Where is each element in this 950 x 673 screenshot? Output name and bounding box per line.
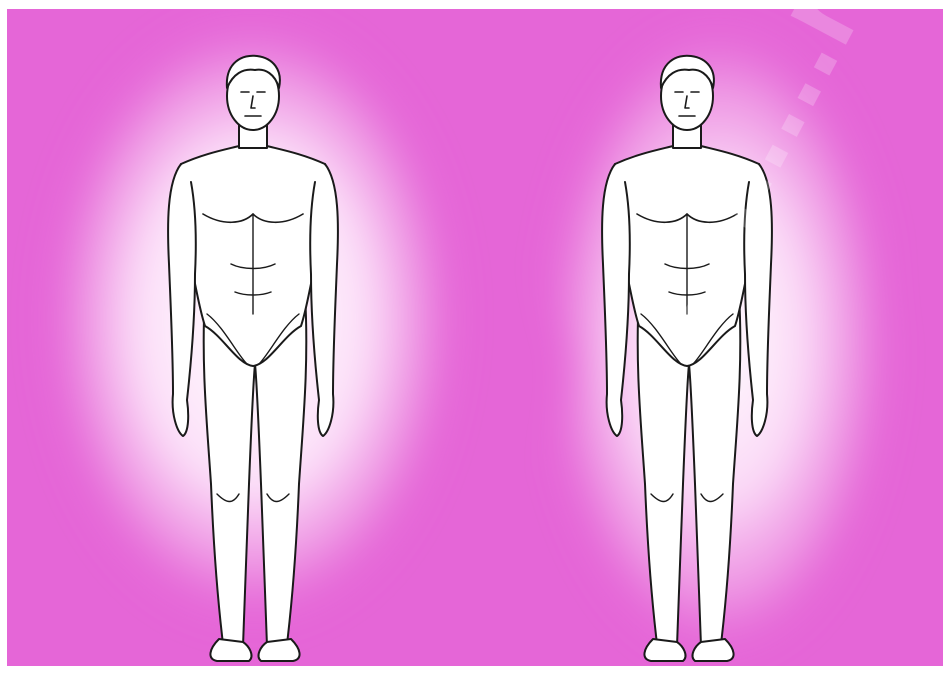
illustration-panel: ...........ru <box>7 9 943 666</box>
illustration-svg <box>7 9 943 666</box>
